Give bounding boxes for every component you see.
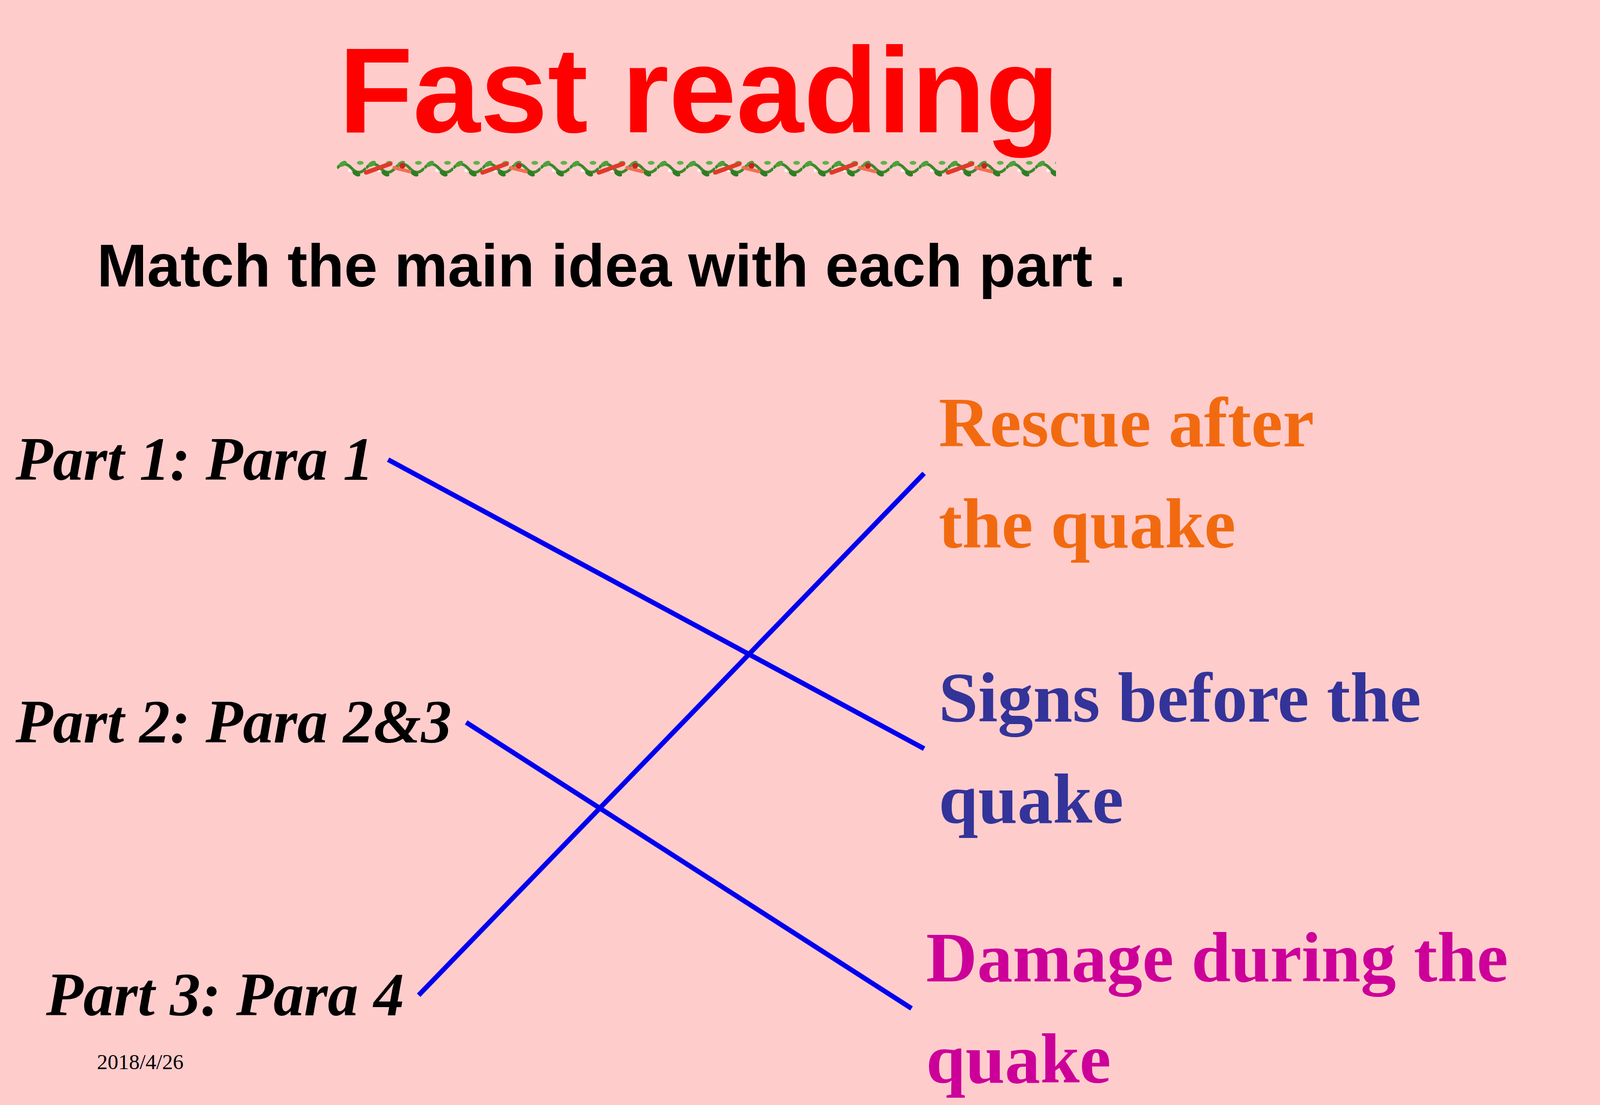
main-idea: Damage during the quake xyxy=(921,904,1523,1105)
main-idea: Signs before the quake xyxy=(933,644,1555,854)
idea-text: Signs before the quake xyxy=(938,647,1550,851)
idea-text: Rescue after the quake xyxy=(938,372,1424,576)
part-text: Part 1: Para 1 xyxy=(15,424,374,496)
date-stamp: 2018/4/26 xyxy=(96,1052,184,1074)
part-text: Part 3: Para 4 xyxy=(46,960,404,1031)
instruction-text: Match the main idea with each part . xyxy=(96,232,1126,299)
part-label: Part 2: Para 2&3 xyxy=(10,684,457,761)
match-line xyxy=(418,473,925,996)
match-line xyxy=(465,722,912,1009)
part-label: Part 3: Para 4 xyxy=(41,957,409,1034)
slide-title: Fast reading xyxy=(338,30,1060,152)
part-label: Part 1: Para 1 xyxy=(10,421,379,498)
idea-text: Damage during the quake xyxy=(926,907,1518,1105)
garland-leaves xyxy=(336,156,1056,181)
part-text: Part 2: Para 2&3 xyxy=(15,687,452,758)
garland-berries xyxy=(336,156,1056,181)
main-idea: Rescue after the quake xyxy=(933,369,1429,578)
match-line xyxy=(387,459,925,749)
